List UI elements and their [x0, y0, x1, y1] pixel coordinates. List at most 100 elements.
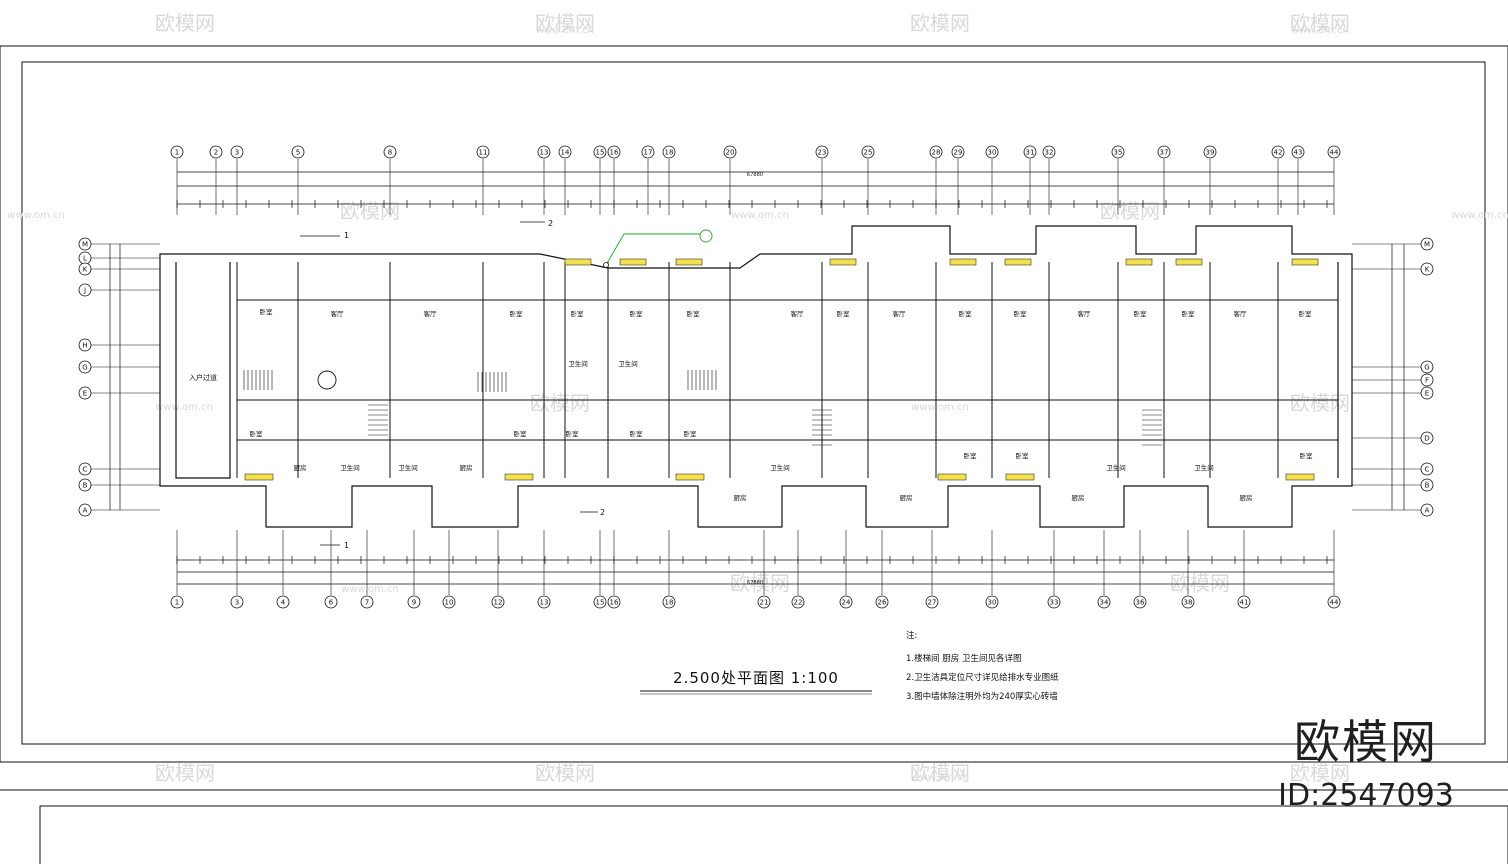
watermark-brand-tile: 欧模网 — [1290, 391, 1350, 415]
top-axis-30-label: 30 — [988, 149, 997, 157]
room-label: 卧室 — [1300, 451, 1314, 460]
left-axis-H-circle — [78, 338, 92, 352]
top-axis-5-circle — [291, 145, 305, 159]
top-axis-44-circle — [1327, 145, 1341, 159]
room-label: 厨房 — [294, 463, 307, 472]
top-axis-13-circle — [537, 145, 551, 159]
bottom-axis-18-circle — [662, 595, 676, 609]
left-axis-J-circle — [78, 283, 92, 297]
right-axis-F-circle — [1420, 373, 1434, 387]
bottom-axis-16-circle — [607, 595, 621, 609]
room-label: 客厅 — [1234, 309, 1248, 318]
drawing-notes: 注: 1.楼梯间 厨房 卫生间见各详图 2.卫生洁具定位尺寸详见给排水专业图纸 … — [906, 627, 1136, 707]
svg-text:2: 2 — [600, 508, 605, 517]
bottom-axis-13-circle — [537, 595, 551, 609]
right-axis-G-label: G — [1424, 364, 1429, 372]
room-label: 卫生间 — [1194, 463, 1214, 472]
bottom-axis-10-label: 10 — [445, 599, 454, 607]
left-axis-K-circle — [78, 262, 92, 276]
bottom-axis-18-label: 18 — [665, 599, 674, 607]
room-label: 厨房 — [1240, 493, 1253, 502]
watermark-site-tile: www.om.cn — [1291, 25, 1349, 36]
top-axis-42-circle — [1271, 145, 1285, 159]
right-axis-C-circle — [1420, 462, 1434, 476]
bottom-axis-44-label: 44 — [1330, 599, 1339, 607]
watermark-brand: 欧模网 — [1294, 715, 1438, 769]
room-label: 卧室 — [1014, 309, 1028, 318]
window-top — [619, 258, 647, 266]
bottom-axis-21-circle — [757, 595, 771, 609]
window-top — [829, 258, 857, 266]
top-axis-31-circle — [1023, 145, 1037, 159]
left-axis-B-circle — [78, 478, 92, 492]
watermark-site-tile: www.om.cn — [155, 402, 213, 413]
room-label: 卧室 — [1299, 309, 1313, 318]
window-markers — [244, 258, 1319, 481]
window-top — [1291, 258, 1319, 266]
watermark-brand-tile: 欧模网 — [340, 199, 400, 223]
top-axis-43-label: 43 — [1294, 149, 1303, 157]
left-axis-A-circle — [78, 503, 92, 517]
watermark-site-tile: www.om.cn — [341, 584, 399, 595]
room-label: 厨房 — [460, 463, 473, 472]
bottom-axis-10-circle — [442, 595, 456, 609]
building-outline — [159, 225, 1353, 528]
top-axis-5-label: 5 — [296, 149, 300, 157]
section-marker-labels: 1 2 2 1 — [344, 219, 605, 550]
top-axis-28-label: 28 — [932, 149, 941, 157]
right-axis-A-circle — [1420, 503, 1434, 517]
right-axis-K-label: K — [1425, 266, 1430, 274]
top-axis-30-circle — [985, 145, 999, 159]
right-axis-B-label: B — [1425, 482, 1430, 490]
top-axis-20-label: 20 — [726, 149, 735, 157]
bottom-axis-33-circle — [1047, 595, 1061, 609]
top-axis-31-label: 31 — [1026, 149, 1035, 157]
window-bottom — [1005, 473, 1035, 481]
svg-text:1: 1 — [344, 231, 349, 240]
watermark-brand-tile: 欧模网 — [1100, 199, 1160, 223]
bottom-axis-24-label: 24 — [842, 599, 851, 607]
bottom-axis-34-label: 34 — [1100, 599, 1109, 607]
note-2: 2.卫生洁具定位尺寸详见给排水专业图纸 — [906, 673, 1059, 683]
bottom-axis-36-label: 36 — [1136, 599, 1145, 607]
bottom-axis-36-circle — [1133, 595, 1147, 609]
room-label: 卧室 — [687, 309, 701, 318]
room-label: 卧室 — [837, 309, 851, 318]
top-axis-2-label: 2 — [214, 149, 218, 157]
bottom-axis-1-label: 1 — [175, 599, 179, 607]
bottom-axis-15-label: 15 — [596, 599, 605, 607]
room-label: 卧室 — [510, 309, 524, 318]
room-label: 卫生间 — [568, 359, 588, 368]
bottom-axis-27-label: 27 — [928, 599, 937, 607]
bottom-axis-3-circle — [230, 595, 244, 609]
window-bottom — [675, 473, 705, 481]
top-axis-17-label: 17 — [644, 149, 653, 157]
watermark-brand-tile: 欧模网 — [1290, 761, 1350, 785]
top-axis-3-circle — [230, 145, 244, 159]
room-label: 卫生间 — [618, 359, 638, 368]
window-bottom — [244, 473, 274, 481]
overall-dim-bottom: 67880 — [747, 580, 763, 586]
bottom-axis-3-label: 3 — [235, 599, 239, 607]
top-axis-1-circle — [170, 145, 184, 159]
left-axis-J-label: J — [83, 287, 86, 295]
right-axis-G-circle — [1420, 360, 1434, 374]
top-axis-20-circle — [723, 145, 737, 159]
room-label: 客厅 — [893, 309, 907, 318]
left-axis-E-circle — [78, 386, 92, 400]
bottom-axis-13-label: 13 — [540, 599, 549, 607]
top-axis-1-label: 1 — [175, 149, 179, 157]
room-label: 卧室 — [1016, 451, 1030, 460]
sheet-title-block: 2.500处平面图 1:100 — [640, 667, 872, 697]
corridor-label: 入户过道 — [189, 373, 217, 382]
top-axis-35-label: 35 — [1114, 149, 1123, 157]
bottom-axis-33-label: 33 — [1050, 599, 1059, 607]
top-axis-44-label: 44 — [1330, 149, 1339, 157]
top-dimension-lines — [109, 171, 1405, 510]
watermark-brand-tile: 欧模网 — [730, 571, 790, 595]
window-top — [1004, 258, 1032, 266]
note-1: 1.楼梯间 厨房 卫生间见各详图 — [906, 654, 1022, 664]
room-label: 卧室 — [684, 429, 698, 438]
